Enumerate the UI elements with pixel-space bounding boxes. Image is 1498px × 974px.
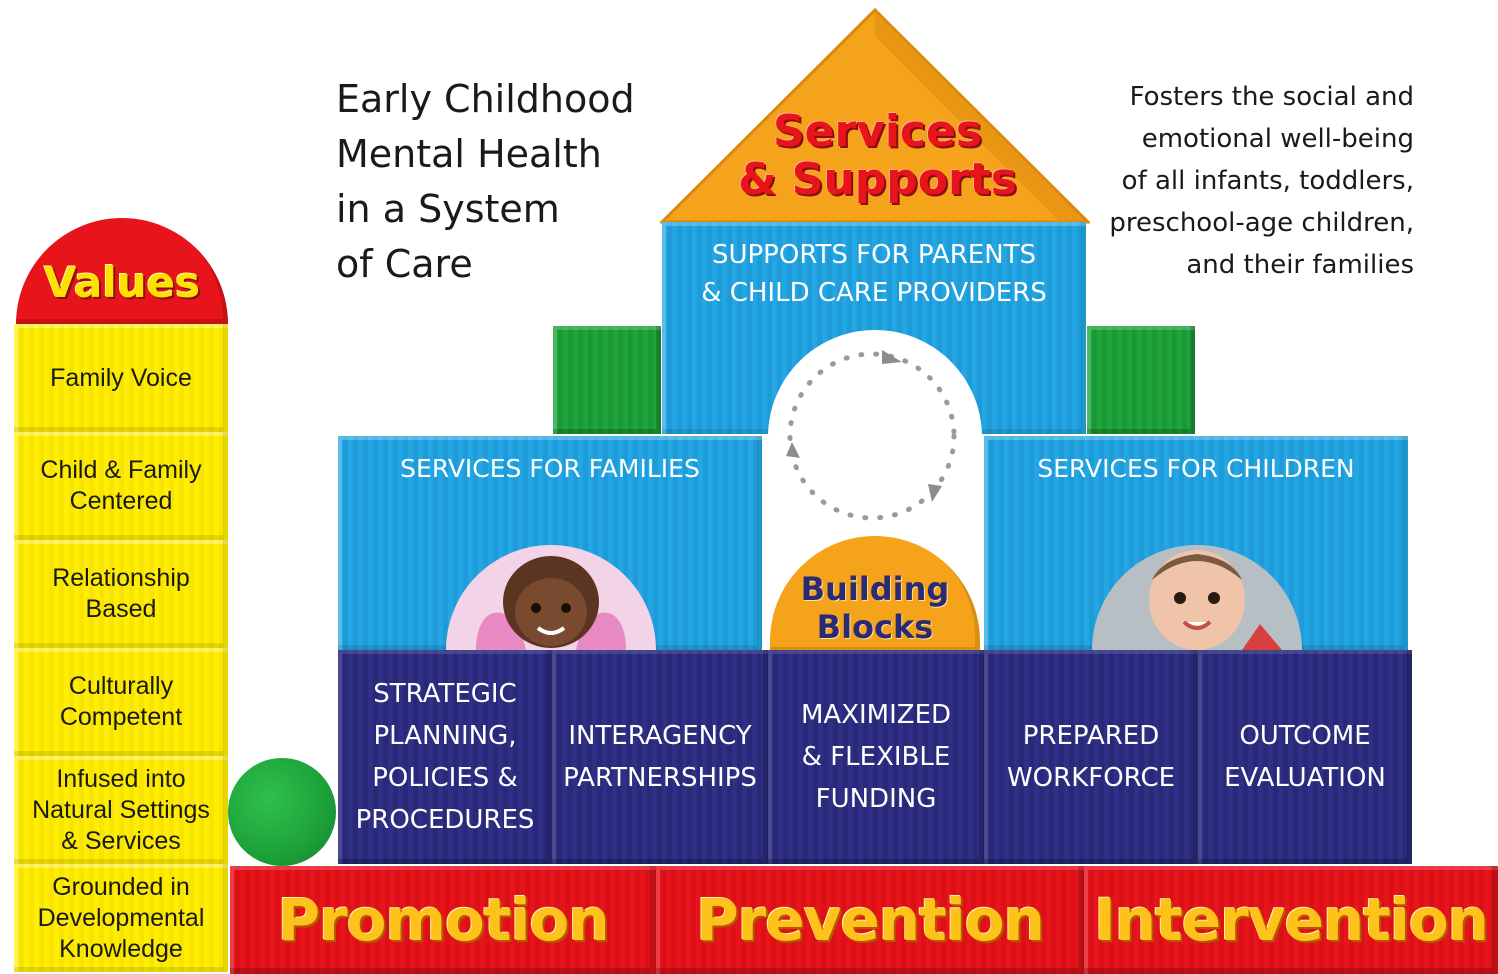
value-line: Infused into [56,764,186,793]
value-line: Competent [59,703,183,731]
roof-title-line: & Supports [738,154,1017,205]
base-block-promotion: Promotion [230,866,656,974]
value-line: Culturally [68,672,174,700]
supports-block: SUPPORTS FOR PARENTS & CHILD CARE PROVID… [662,222,1086,434]
block-line: EVALUATION [1224,763,1386,793]
foundation-block-workforce: PREPARED WORKFORCE [984,650,1198,864]
value-line: Centered [69,487,173,515]
supports-heading-line: SUPPORTS FOR PARENTS [711,240,1037,270]
child-photo-baby [1092,545,1302,650]
value-item: Child & Family Centered [14,432,228,540]
value-line: Family Voice [50,363,192,392]
values-header: Values [16,218,228,324]
building-blocks-line: Building [800,570,950,608]
roof-title-line: Services [772,106,983,157]
title-line: in a System [336,187,560,231]
value-line: Child & Family [40,456,202,484]
roof-title: Services & Supports [690,108,1065,204]
block-line: INTERAGENCY [568,721,752,751]
supports-heading-line: & CHILD CARE PROVIDERS [701,278,1047,308]
foundation-block-evaluation: OUTCOME EVALUATION [1198,650,1412,864]
value-item: Culturally Competent [14,648,228,756]
tagline-line: emotional well-being [1141,124,1414,154]
block-line: PROCEDURES [355,805,535,835]
tagline-line: preschool-age children, [1109,208,1414,238]
block-line: PLANNING, [373,721,517,751]
value-item: Family Voice [14,324,228,432]
services-children-heading: SERVICES FOR CHILDREN [1037,454,1355,483]
tagline: Fosters the social and emotional well-be… [1080,76,1414,286]
green-block-left [553,326,661,434]
value-line: Relationship [52,564,190,592]
block-line: POLICIES & [372,763,518,793]
cycle-arrows-icon [786,350,957,521]
tagline-line: Fosters the social and [1129,82,1414,112]
building-blocks-line: Blocks [816,608,934,646]
value-line: Natural Settings [32,795,210,824]
tagline-line: of all infants, toddlers, [1121,166,1414,196]
foundation-block-funding: MAXIMIZED & FLEXIBLE FUNDING [768,650,984,864]
value-line: Grounded in [52,872,190,901]
title-line: Mental Health [336,132,602,176]
foundation-block-strategic: STRATEGIC PLANNING, POLICIES & PROCEDURE… [338,650,552,864]
diagram-title: Early Childhood Mental Health in a Syste… [336,72,656,292]
block-line: PREPARED [1022,721,1160,751]
green-block-right [1087,326,1195,434]
services-families-heading: SERVICES FOR FAMILIES [400,454,700,483]
block-line: PARTNERSHIPS [563,763,757,793]
green-cylinder [228,758,336,866]
values-title: Values [43,258,201,307]
tagline-line: and their families [1186,250,1414,280]
base-block-prevention: Prevention [656,866,1084,974]
value-line: Based [85,595,157,623]
block-line: STRATEGIC [373,679,517,709]
value-item: Relationship Based [14,540,228,648]
value-line: Knowledge [59,934,183,963]
value-item: Grounded in Developmental Knowledge [14,864,228,972]
block-line: FUNDING [815,784,937,814]
block-line: MAXIMIZED [800,700,952,730]
value-item: Infused into Natural Settings & Services [14,756,228,864]
block-line: OUTCOME [1239,721,1371,751]
base-block-intervention: Intervention [1084,866,1498,974]
block-line: & FLEXIBLE [801,742,951,772]
child-photo-girl [446,545,656,650]
title-line: of Care [336,242,473,286]
supports-heading: SUPPORTS FOR PARENTS & CHILD CARE PROVID… [662,236,1086,312]
value-line: & Services [61,826,181,855]
building-blocks-label: Building Blocks [770,570,980,646]
foundation-block-interagency: INTERAGENCY PARTNERSHIPS [552,650,768,864]
title-line: Early Childhood [336,77,635,121]
block-line: WORKFORCE [1006,763,1176,793]
value-line: Developmental [37,903,205,932]
